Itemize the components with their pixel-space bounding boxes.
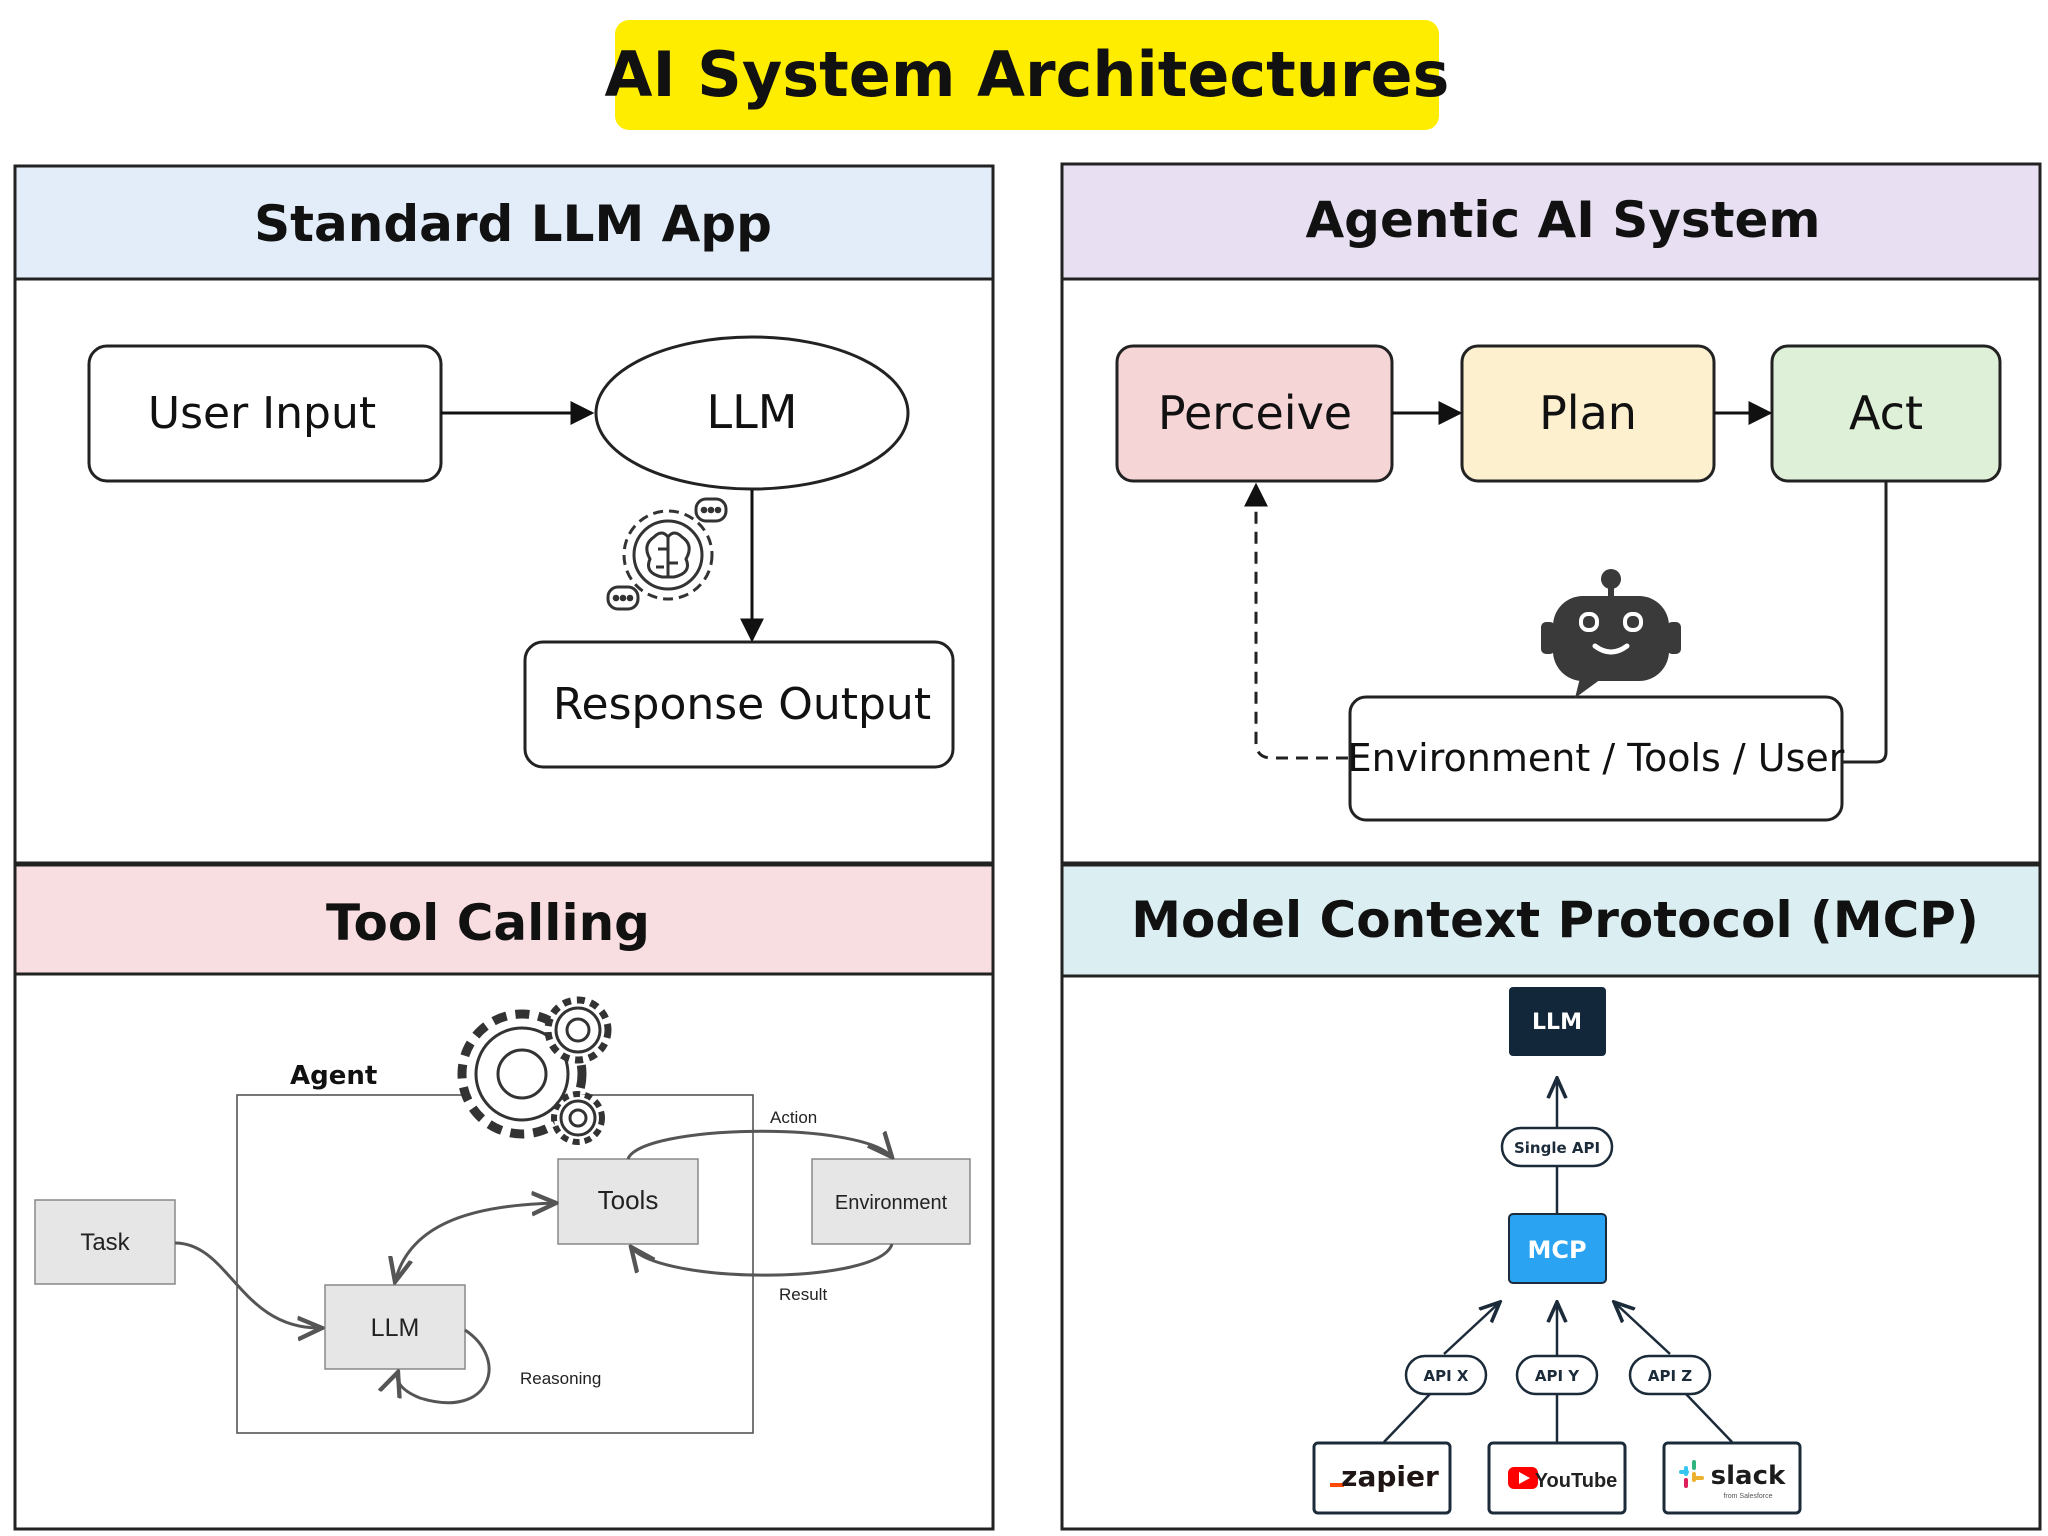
mcp-header-bg xyxy=(1062,865,2040,976)
response-output-node xyxy=(523,640,955,769)
user-input-label: User Input xyxy=(148,388,376,439)
tools-node xyxy=(557,1158,699,1245)
agent-boundary xyxy=(236,1094,754,1434)
single-api-label: Single API xyxy=(1514,1139,1600,1157)
agent-label: Agent xyxy=(290,1061,377,1091)
arrow-llm-tools xyxy=(395,1203,556,1282)
standard-header-bg xyxy=(15,166,993,278)
act-label: Act xyxy=(1849,386,1923,440)
plan-label: Plan xyxy=(1539,386,1637,440)
mcp-panel-frame xyxy=(1060,863,2042,1531)
zapier-logo-box xyxy=(1312,1441,1452,1515)
result-label: Result xyxy=(779,1285,827,1304)
tool-calling-header-bg xyxy=(15,865,993,974)
page-title: AI System Architectures xyxy=(605,38,1450,111)
api-y-label: API Y xyxy=(1535,1367,1580,1385)
panel-agentic-ai-system: Agentic AI System Perceive Plan Act Envi… xyxy=(1060,162,2042,865)
connector-act-to-environment xyxy=(1842,481,1888,764)
llm-ellipse-label: LLM xyxy=(707,385,798,439)
task-label: Task xyxy=(80,1229,130,1256)
agent-llm-label: LLM xyxy=(371,1314,420,1342)
environment-box xyxy=(811,1158,971,1245)
brain-gear-icon xyxy=(606,497,728,611)
task-node xyxy=(34,1199,176,1285)
robot-icon xyxy=(1541,569,1681,698)
mcp-node-label: MCP xyxy=(1527,1236,1586,1264)
mcp-llm-label: LLM xyxy=(1532,1010,1582,1035)
arrow-api-z xyxy=(1614,1302,1671,1355)
api-z-label: API Z xyxy=(1648,1367,1692,1385)
agentic-panel-frame xyxy=(1060,162,2042,865)
zapier-underscore-icon xyxy=(1330,1483,1344,1487)
slack-hash-icon xyxy=(1679,1460,1704,1488)
mcp-llm-node xyxy=(1509,987,1606,1056)
arrow-reasoning-loop xyxy=(397,1328,491,1405)
response-output-label: Response Output xyxy=(553,679,931,730)
youtube-logo-box xyxy=(1487,1441,1627,1515)
tool-calling-panel-title: Tool Calling xyxy=(326,894,650,952)
panel-tool-calling: Tool Calling Agent Task Tools Environmen… xyxy=(13,863,995,1531)
panel-standard-llm-app: Standard LLM App User Input LLM Response… xyxy=(13,164,995,865)
feedback-arrow-to-perceive xyxy=(1244,482,1348,760)
slack-logo: slack xyxy=(1711,1461,1786,1491)
arrow-result xyxy=(631,1244,894,1277)
agentic-header-bg xyxy=(1062,164,2040,278)
environment-label: Environment / Tools / User xyxy=(1348,736,1845,780)
arrow-action xyxy=(626,1129,892,1159)
tools-label: Tools xyxy=(598,1185,659,1215)
reasoning-label: Reasoning xyxy=(520,1369,601,1388)
api-x-pill xyxy=(1404,1354,1488,1396)
mcp-node xyxy=(1508,1213,1607,1284)
environment-node xyxy=(1348,695,1844,822)
standard-panel-title: Standard LLM App xyxy=(254,195,772,253)
standard-panel-frame xyxy=(13,164,995,865)
main-title: AI System Architectures xyxy=(605,20,1450,130)
panel-mcp: Model Context Protocol (MCP) LLM Single … xyxy=(1060,863,2042,1531)
llm-ellipse-node xyxy=(594,335,910,491)
arrow-task-to-llm xyxy=(174,1241,322,1328)
gears-icon xyxy=(457,996,612,1145)
slack-logo-box xyxy=(1662,1441,1802,1515)
agentic-panel-title: Agentic AI System xyxy=(1305,191,1820,249)
agent-llm-node xyxy=(324,1284,466,1370)
action-label: Action xyxy=(770,1108,817,1127)
arrow-api-x xyxy=(1443,1302,1500,1355)
youtube-logo: YouTube xyxy=(1535,1470,1618,1492)
perceive-label: Perceive xyxy=(1158,386,1352,440)
slack-logo-subtext: from Salesforce xyxy=(1723,1493,1772,1500)
api-z-pill xyxy=(1628,1354,1712,1396)
mcp-panel-title: Model Context Protocol (MCP) xyxy=(1131,891,1979,949)
zapier-logo: zapier xyxy=(1341,1460,1439,1493)
title-background xyxy=(615,20,1439,130)
environment-box-label: Environment xyxy=(835,1192,948,1214)
tool-calling-panel-frame xyxy=(13,863,995,1531)
api-x-label: API X xyxy=(1424,1367,1469,1385)
